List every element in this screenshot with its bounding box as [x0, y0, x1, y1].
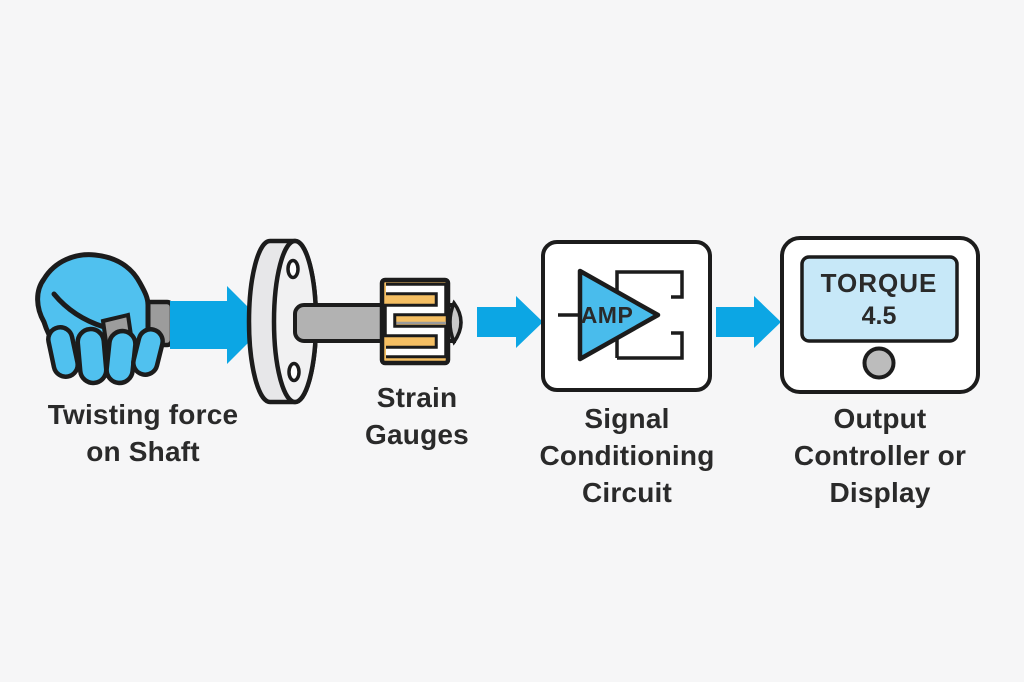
- finger: [131, 327, 165, 377]
- label-line: Circuit: [581, 477, 673, 508]
- label-line: Signal: [584, 403, 670, 434]
- display-button: [862, 346, 896, 380]
- output-display-box: TORQUE 4.5: [780, 236, 980, 394]
- amplifier-triangle: [577, 268, 661, 362]
- flow-arrow-2: [477, 296, 543, 348]
- screen-title: TORQUE: [821, 268, 938, 298]
- label-strain-gauges: Strain Gauges: [365, 379, 469, 453]
- finger: [46, 325, 80, 379]
- label-line: Conditioning: [539, 440, 715, 471]
- gauge-body: [379, 277, 451, 366]
- bolt-hole-bottom: [287, 361, 301, 383]
- flow-arrow-3: [716, 296, 781, 348]
- label-line: Controller or: [793, 440, 967, 471]
- fingers: [46, 325, 165, 386]
- gauge-serpentine-trace: [386, 285, 445, 356]
- flow-arrow-1: [170, 286, 266, 364]
- label-line: Output: [833, 403, 927, 434]
- label-twisting-force: Twisting force on Shaft: [48, 396, 239, 470]
- thumb-crease: [51, 291, 107, 330]
- circuit-frame-bottom: [617, 331, 684, 360]
- shaft-and-flange: [246, 238, 463, 405]
- label-signal-conditioning: Signal Conditioning Circuit: [539, 400, 714, 511]
- label-line: on Shaft: [86, 436, 200, 467]
- finger: [75, 326, 109, 386]
- signal-conditioning-box: AMP: [541, 240, 712, 392]
- amp-label: AMP: [581, 302, 634, 328]
- bolt-hole-top: [286, 258, 300, 280]
- label-line: Twisting force: [47, 399, 239, 430]
- strain-gauge-icon: [379, 277, 451, 366]
- label-output-controller: Output Controller or Display: [794, 400, 966, 511]
- display-screen: [800, 255, 959, 343]
- finger: [104, 328, 138, 386]
- shaft-end-cap: [448, 299, 463, 346]
- hand-twisting-icon: [35, 252, 175, 386]
- label-line: Gauges: [365, 419, 469, 450]
- label-line: Display: [829, 477, 931, 508]
- screen-value: 4.5: [862, 302, 897, 330]
- label-line: Strain: [376, 382, 458, 413]
